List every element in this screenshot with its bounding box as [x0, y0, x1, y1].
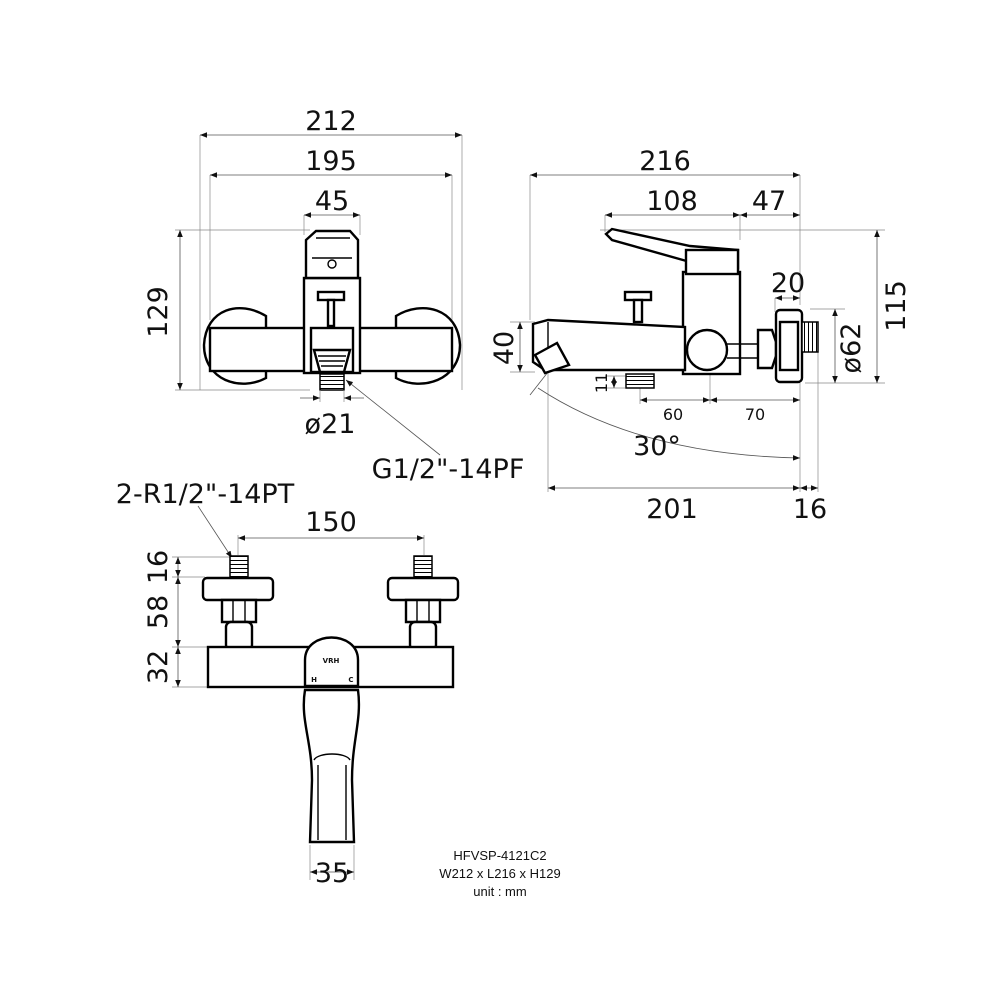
side-view: 216 108 47 20 115 ø62 40 11 60 70 30° 20…: [489, 146, 912, 525]
dim-outlet-pos: 60: [663, 405, 683, 424]
dim-thread-length: 16: [143, 550, 174, 584]
spout: [531, 318, 687, 372]
dim-handle-length: 108: [646, 186, 698, 217]
brand-mark: VRH: [323, 657, 340, 665]
dim-spout-height: 40: [489, 331, 520, 365]
eccentric-connector: [685, 328, 729, 372]
label-hot: H: [311, 676, 317, 684]
dim-total-length: 216: [639, 146, 691, 177]
dim-inlet-spacing: 150: [305, 507, 357, 538]
right-flange: [386, 576, 460, 602]
angle-arc: [537, 387, 801, 461]
dim-body-depth: 32: [143, 650, 174, 684]
dim-spout-length: 201: [646, 494, 698, 525]
wall-thread: [801, 321, 819, 353]
left-flange: [201, 576, 275, 602]
top-handle: [303, 636, 360, 688]
dim-body-pos: 70: [745, 405, 765, 424]
dim-flange-diameter: ø62: [836, 323, 867, 374]
spec-model: HFVSP-4121C2: [453, 848, 546, 863]
dim-handle-width: 45: [315, 186, 349, 217]
dim-total-width: 212: [305, 106, 357, 137]
spec-size: W212 x L216 x H129: [439, 866, 560, 881]
right-inlet-thread: [413, 555, 433, 579]
leader-outlet-thread: [345, 379, 441, 456]
side-nut: [756, 328, 778, 370]
top-view: VRH H C 2-R1/2"-14PT 150 16 58 32 35: [116, 479, 460, 889]
dim-connector-width: 20: [771, 268, 805, 299]
left-nut: [220, 598, 258, 624]
spout-nozzle: [533, 341, 571, 375]
handle: [304, 229, 360, 280]
outlet-thread: [319, 373, 345, 391]
dim-body-width: 195: [305, 146, 357, 177]
left-inlet-thread: [229, 555, 249, 579]
right-inlet-pipe: [408, 620, 438, 652]
label-cold: C: [348, 676, 353, 684]
dim-handle-offset: 47: [752, 186, 786, 217]
dim-flange-depth: 16: [793, 494, 827, 525]
dim-total-height: 115: [881, 280, 912, 332]
spec-unit: unit : mm: [473, 884, 526, 899]
inlet-thread-spec: 2-R1/2"-14PT: [116, 479, 295, 510]
dim-inlet-depth: 58: [143, 595, 174, 629]
left-inlet-pipe: [224, 620, 254, 652]
leader-inlet-thread: [197, 505, 233, 559]
dim-outlet-diameter: ø21: [305, 409, 356, 440]
front-view: 212 195 45 129 ø21 G1/2"-14PF: [143, 106, 524, 485]
spec-block: HFVSP-4121C2 W212 x L216 x H129 unit : m…: [439, 848, 560, 899]
right-nut: [404, 598, 442, 624]
top-spout: [302, 688, 361, 844]
dim-spout-width: 35: [315, 858, 349, 889]
dim-height: 129: [143, 286, 174, 338]
dim-angle: 30°: [633, 431, 681, 462]
diverter-knob: [316, 290, 346, 302]
dim-outlet-height: 11: [592, 373, 611, 393]
outlet-thread-spec: G1/2"-14PF: [372, 454, 525, 485]
